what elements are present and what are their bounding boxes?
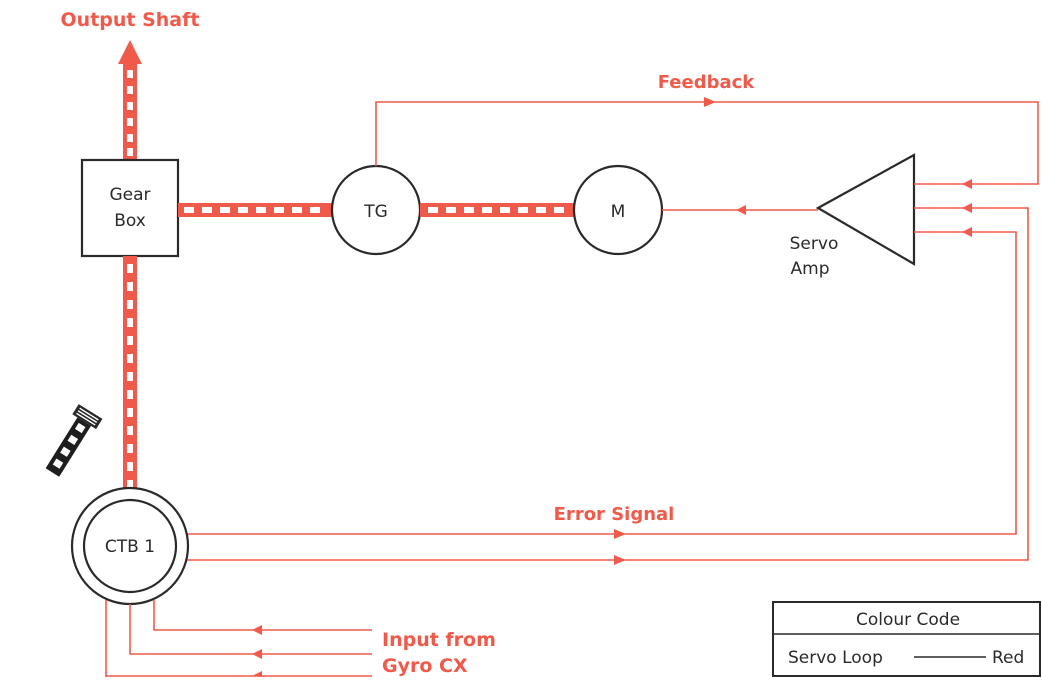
- gear-box-label-line1: Gear: [109, 185, 150, 205]
- servo-amplifier: Servo Amp: [790, 153, 916, 279]
- motor-label: M: [611, 202, 626, 222]
- ctb-label: CTB 1: [105, 537, 155, 557]
- arrow-left-icon: [962, 179, 972, 189]
- arrow-left-icon: [252, 671, 262, 677]
- arrow-left-icon: [962, 203, 972, 213]
- legend-item-label: Servo Loop: [788, 648, 883, 668]
- arrow-right-icon: [704, 97, 716, 107]
- input-label-line1: Input from: [382, 629, 496, 651]
- legend-item-color: Red: [992, 648, 1024, 668]
- shaft-tg-motor: [420, 203, 574, 217]
- legend-title: Colour Code: [856, 610, 960, 630]
- tg-label: TG: [363, 202, 388, 222]
- motor: M: [572, 164, 664, 256]
- feedback-label: Feedback: [658, 72, 756, 93]
- arrow-left-icon: [252, 625, 262, 635]
- output-shaft: [118, 40, 142, 160]
- arrow-left-icon: [736, 205, 746, 215]
- output-shaft-label: Output Shaft: [61, 9, 200, 31]
- tachogenerator: TG: [330, 164, 422, 256]
- input-label-line2: Gyro CX: [382, 655, 468, 677]
- amp-to-motor-line: [662, 205, 818, 215]
- arrow-left-icon: [962, 227, 972, 237]
- shaft-gearbox-ctb: [123, 256, 137, 498]
- arrow-right-icon: [614, 529, 626, 539]
- servo-amp-label-line2: Amp: [791, 259, 830, 279]
- servo-amp-label-line1: Servo: [790, 234, 839, 254]
- arrow-right-icon: [614, 555, 626, 565]
- colour-code-legend: Colour Code Servo Loop Red: [772, 601, 1041, 677]
- error-signal-label: Error Signal: [554, 504, 675, 525]
- control-transformer: CTB 1: [70, 486, 190, 606]
- feedback-line: [375, 97, 1039, 189]
- gear-box: Gear Box: [80, 158, 180, 258]
- arrow-left-icon: [252, 649, 262, 659]
- shaft-gearbox-tg: [178, 203, 332, 217]
- error-signal-lines: [178, 203, 1029, 565]
- hand-knob: [45, 404, 103, 477]
- gyro-input-lines: [105, 600, 372, 677]
- gear-box-label-line2: Box: [114, 211, 146, 231]
- output-arrow-icon: [118, 40, 142, 64]
